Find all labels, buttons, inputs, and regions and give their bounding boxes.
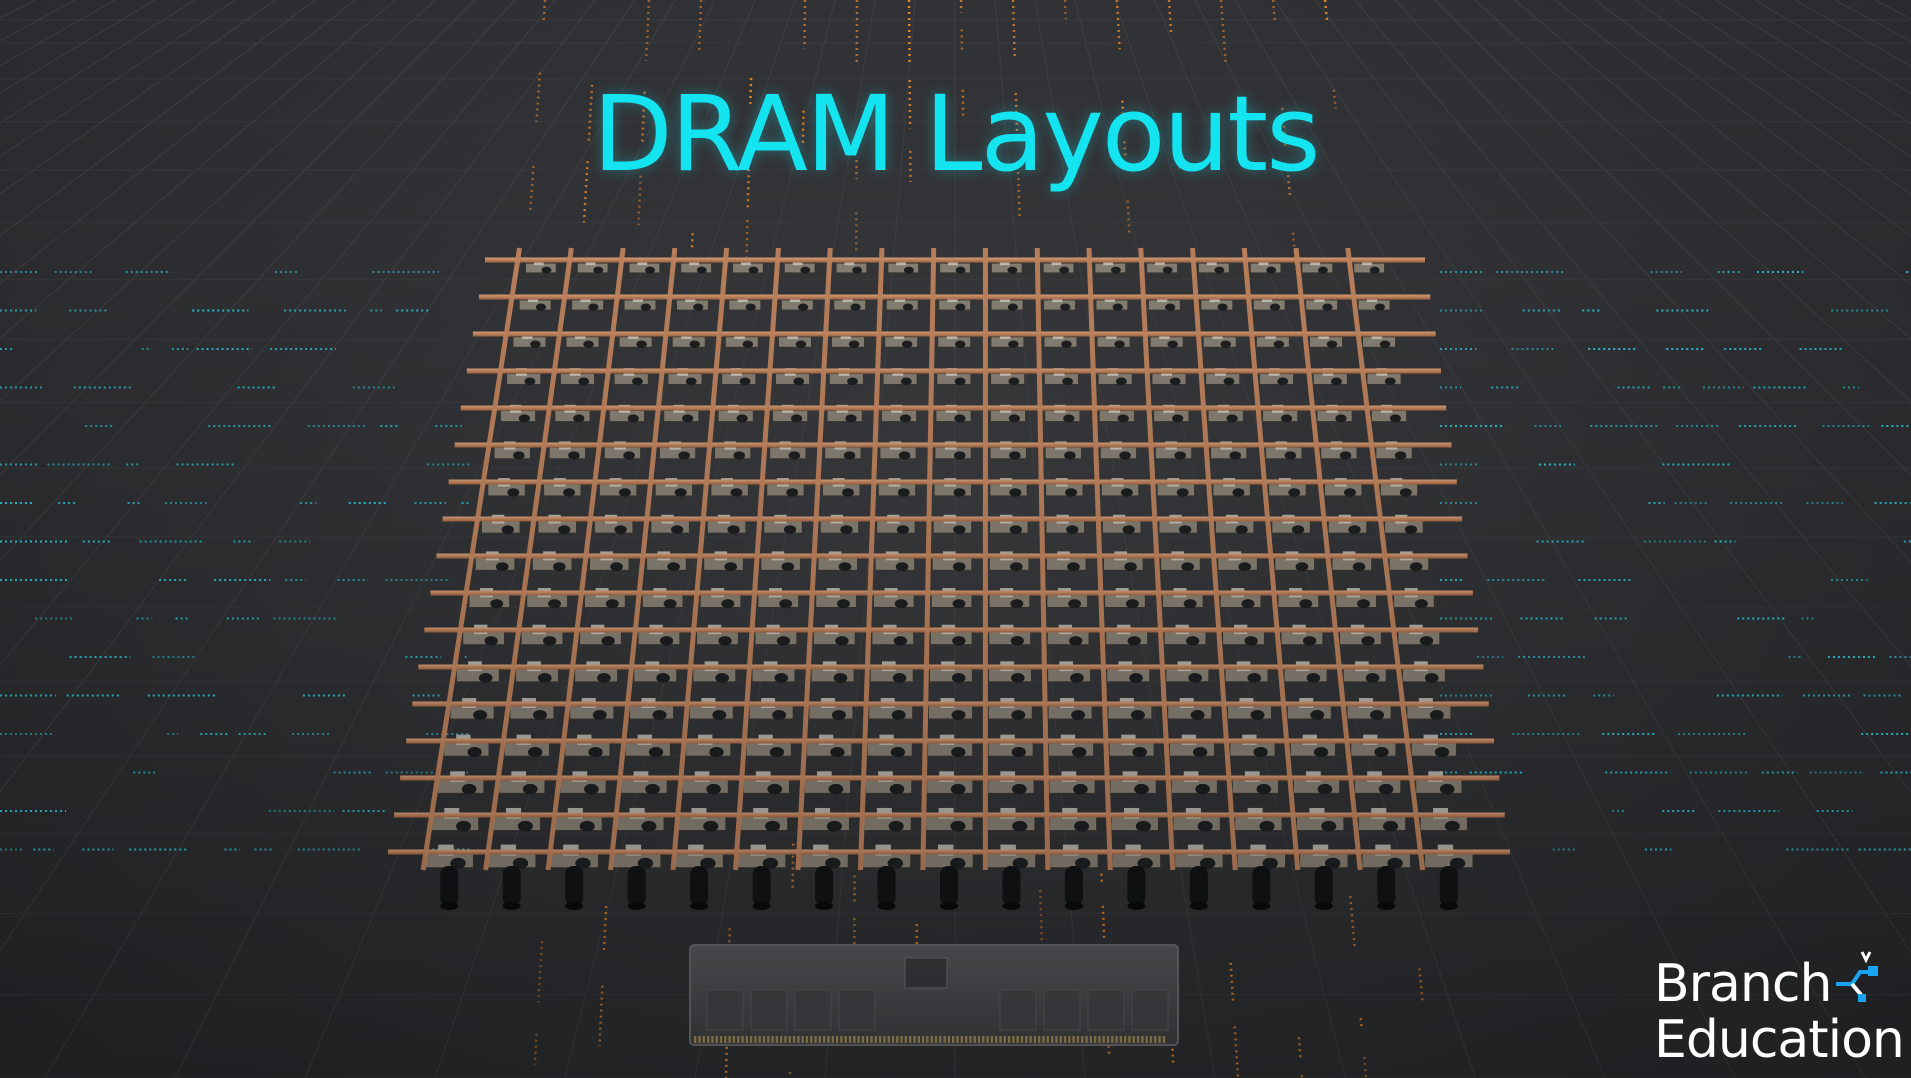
page-title: DRAM Layouts	[592, 73, 1321, 195]
branch-logo-icon	[1836, 951, 1878, 1002]
logo-text-education: Education	[1654, 1010, 1905, 1070]
logo-text-branch: Branch	[1654, 954, 1832, 1014]
